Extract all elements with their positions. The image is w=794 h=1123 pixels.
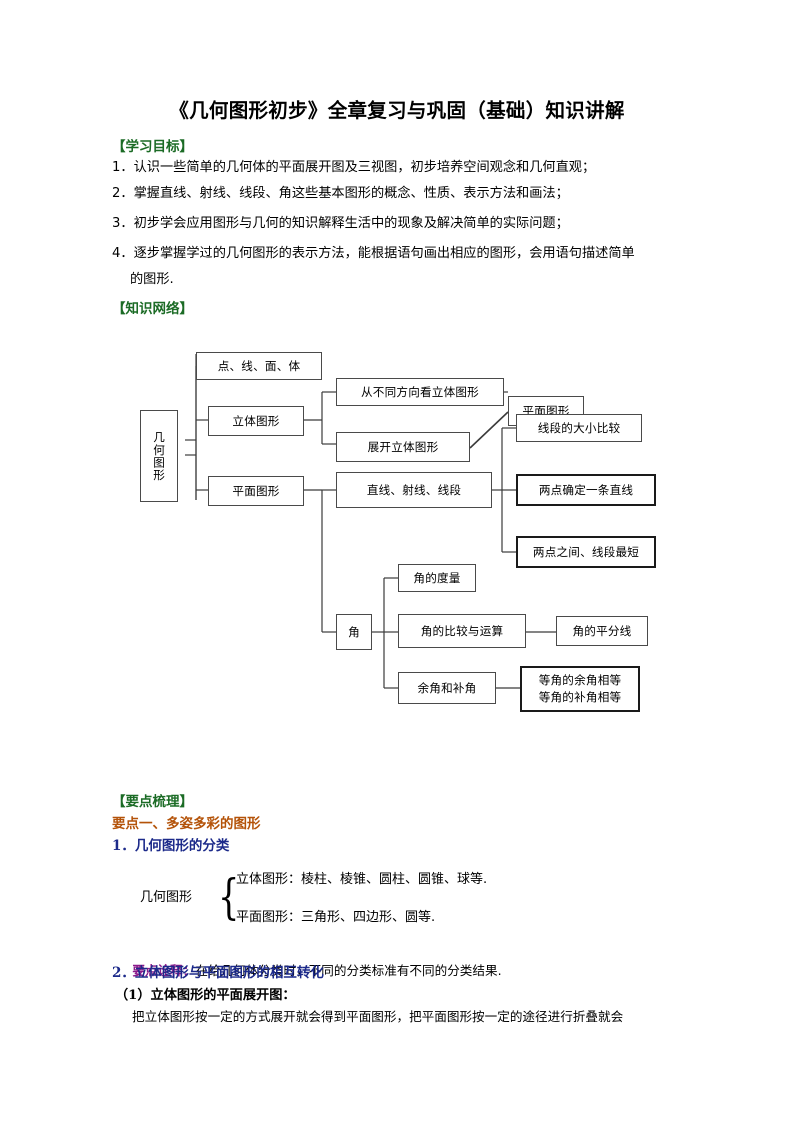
objective-item-4: 4．逐步掌握学过的几何图形的表示方法，能根据语句画出相应的图形，会用语句描述简单 <box>112 246 635 261</box>
objective-item-4-cont: 的图形. <box>130 272 174 287</box>
classification-row-plane: 平面图形：三角形、四边形、圆等. <box>236 910 436 925</box>
node-root: 几何图形 <box>140 410 178 502</box>
node-angle-bisector: 角的平分线 <box>556 616 648 646</box>
brace-glyph: { <box>218 869 240 925</box>
node-two-points-line: 两点确定一条直线 <box>516 474 656 506</box>
node-complement-supplement: 余角和补角 <box>398 672 496 704</box>
node-equal-complements: 等角的余角相等 等角的补角相等 <box>520 666 640 712</box>
diagram-connector-lines <box>185 354 556 689</box>
annotation-label: 要点诠释： <box>132 963 196 979</box>
page-title: 《几何图形初步》全章复习与巩固（基础）知识讲解 <box>169 99 625 122</box>
node-unfold-solid: 展开立体图形 <box>336 432 470 462</box>
key-item-2-sub-1-body: 把立体图形按一定的方式展开就会得到平面图形，把平面图形按一定的途径进行折叠就会 <box>132 1009 624 1024</box>
equal-complements-line-2: 等角的补角相等 <box>538 690 622 704</box>
node-two-points-shortest: 两点之间、线段最短 <box>516 536 656 568</box>
node-view-from-directions: 从不同方向看立体图形 <box>336 378 504 406</box>
node-segment-compare: 线段的大小比较 <box>516 414 642 442</box>
key-points-heading: 【要点梳理】 <box>112 794 193 810</box>
annotation-body: 在给几何体分类时，不同的分类标准有不同的分类结果. <box>195 963 502 979</box>
key-item-2-title: 2．立体图形与平面图形的相互转化 <box>112 965 324 981</box>
node-angle-compare: 角的比较与运算 <box>398 614 526 648</box>
node-plane-figure-left: 平面图形 <box>208 476 304 506</box>
learning-objectives-heading: 【学习目标】 <box>112 139 193 155</box>
classification-label: 几何图形 <box>140 890 193 905</box>
node-line-ray-segment: 直线、射线、线段 <box>336 472 492 508</box>
classification-row-solid: 立体图形：棱柱、棱锥、圆柱、圆锥、球等. <box>236 872 488 887</box>
key-point-one-title: 要点一、多姿多彩的图形 <box>112 816 261 832</box>
node-solid-figure: 立体图形 <box>208 406 304 436</box>
classification-brace-block: 几何图形 { 立体图形：棱柱、棱锥、圆柱、圆锥、球等. 平面图形：三角形、四边形… <box>140 868 600 930</box>
objective-item-3: 3．初步学会应用图形与几何的知识解释生活中的现象及解决简单的实际问题； <box>112 216 569 231</box>
annotation-line: 要点诠释：在给几何体分类时，不同的分类标准有不同的分类结果. <box>112 943 502 998</box>
node-angle-measure: 角的度量 <box>398 564 476 592</box>
equal-complements-line-1: 等角的余角相等 <box>538 672 622 687</box>
key-item-1-title: 1．几何图形的分类 <box>112 838 230 854</box>
node-point-line-face-solid: 点、线、面、体 <box>196 352 322 380</box>
objective-item-2: 2．掌握直线、射线、线段、角这些基本图形的概念、性质、表示方法和画法； <box>112 186 569 201</box>
knowledge-network-diagram: 几何图形 点、线、面、体 立体图形 平面图形 从不同方向看立体图形 展开立体图形… <box>140 340 720 740</box>
objective-item-1: 1．认识一些简单的几何体的平面展开图及三视图，初步培养空间观念和几何直观； <box>112 160 596 175</box>
node-angle: 角 <box>336 614 372 650</box>
key-item-2-sub-1: （1）立体图形的平面展开图： <box>115 988 296 1003</box>
knowledge-network-heading: 【知识网络】 <box>112 301 193 317</box>
